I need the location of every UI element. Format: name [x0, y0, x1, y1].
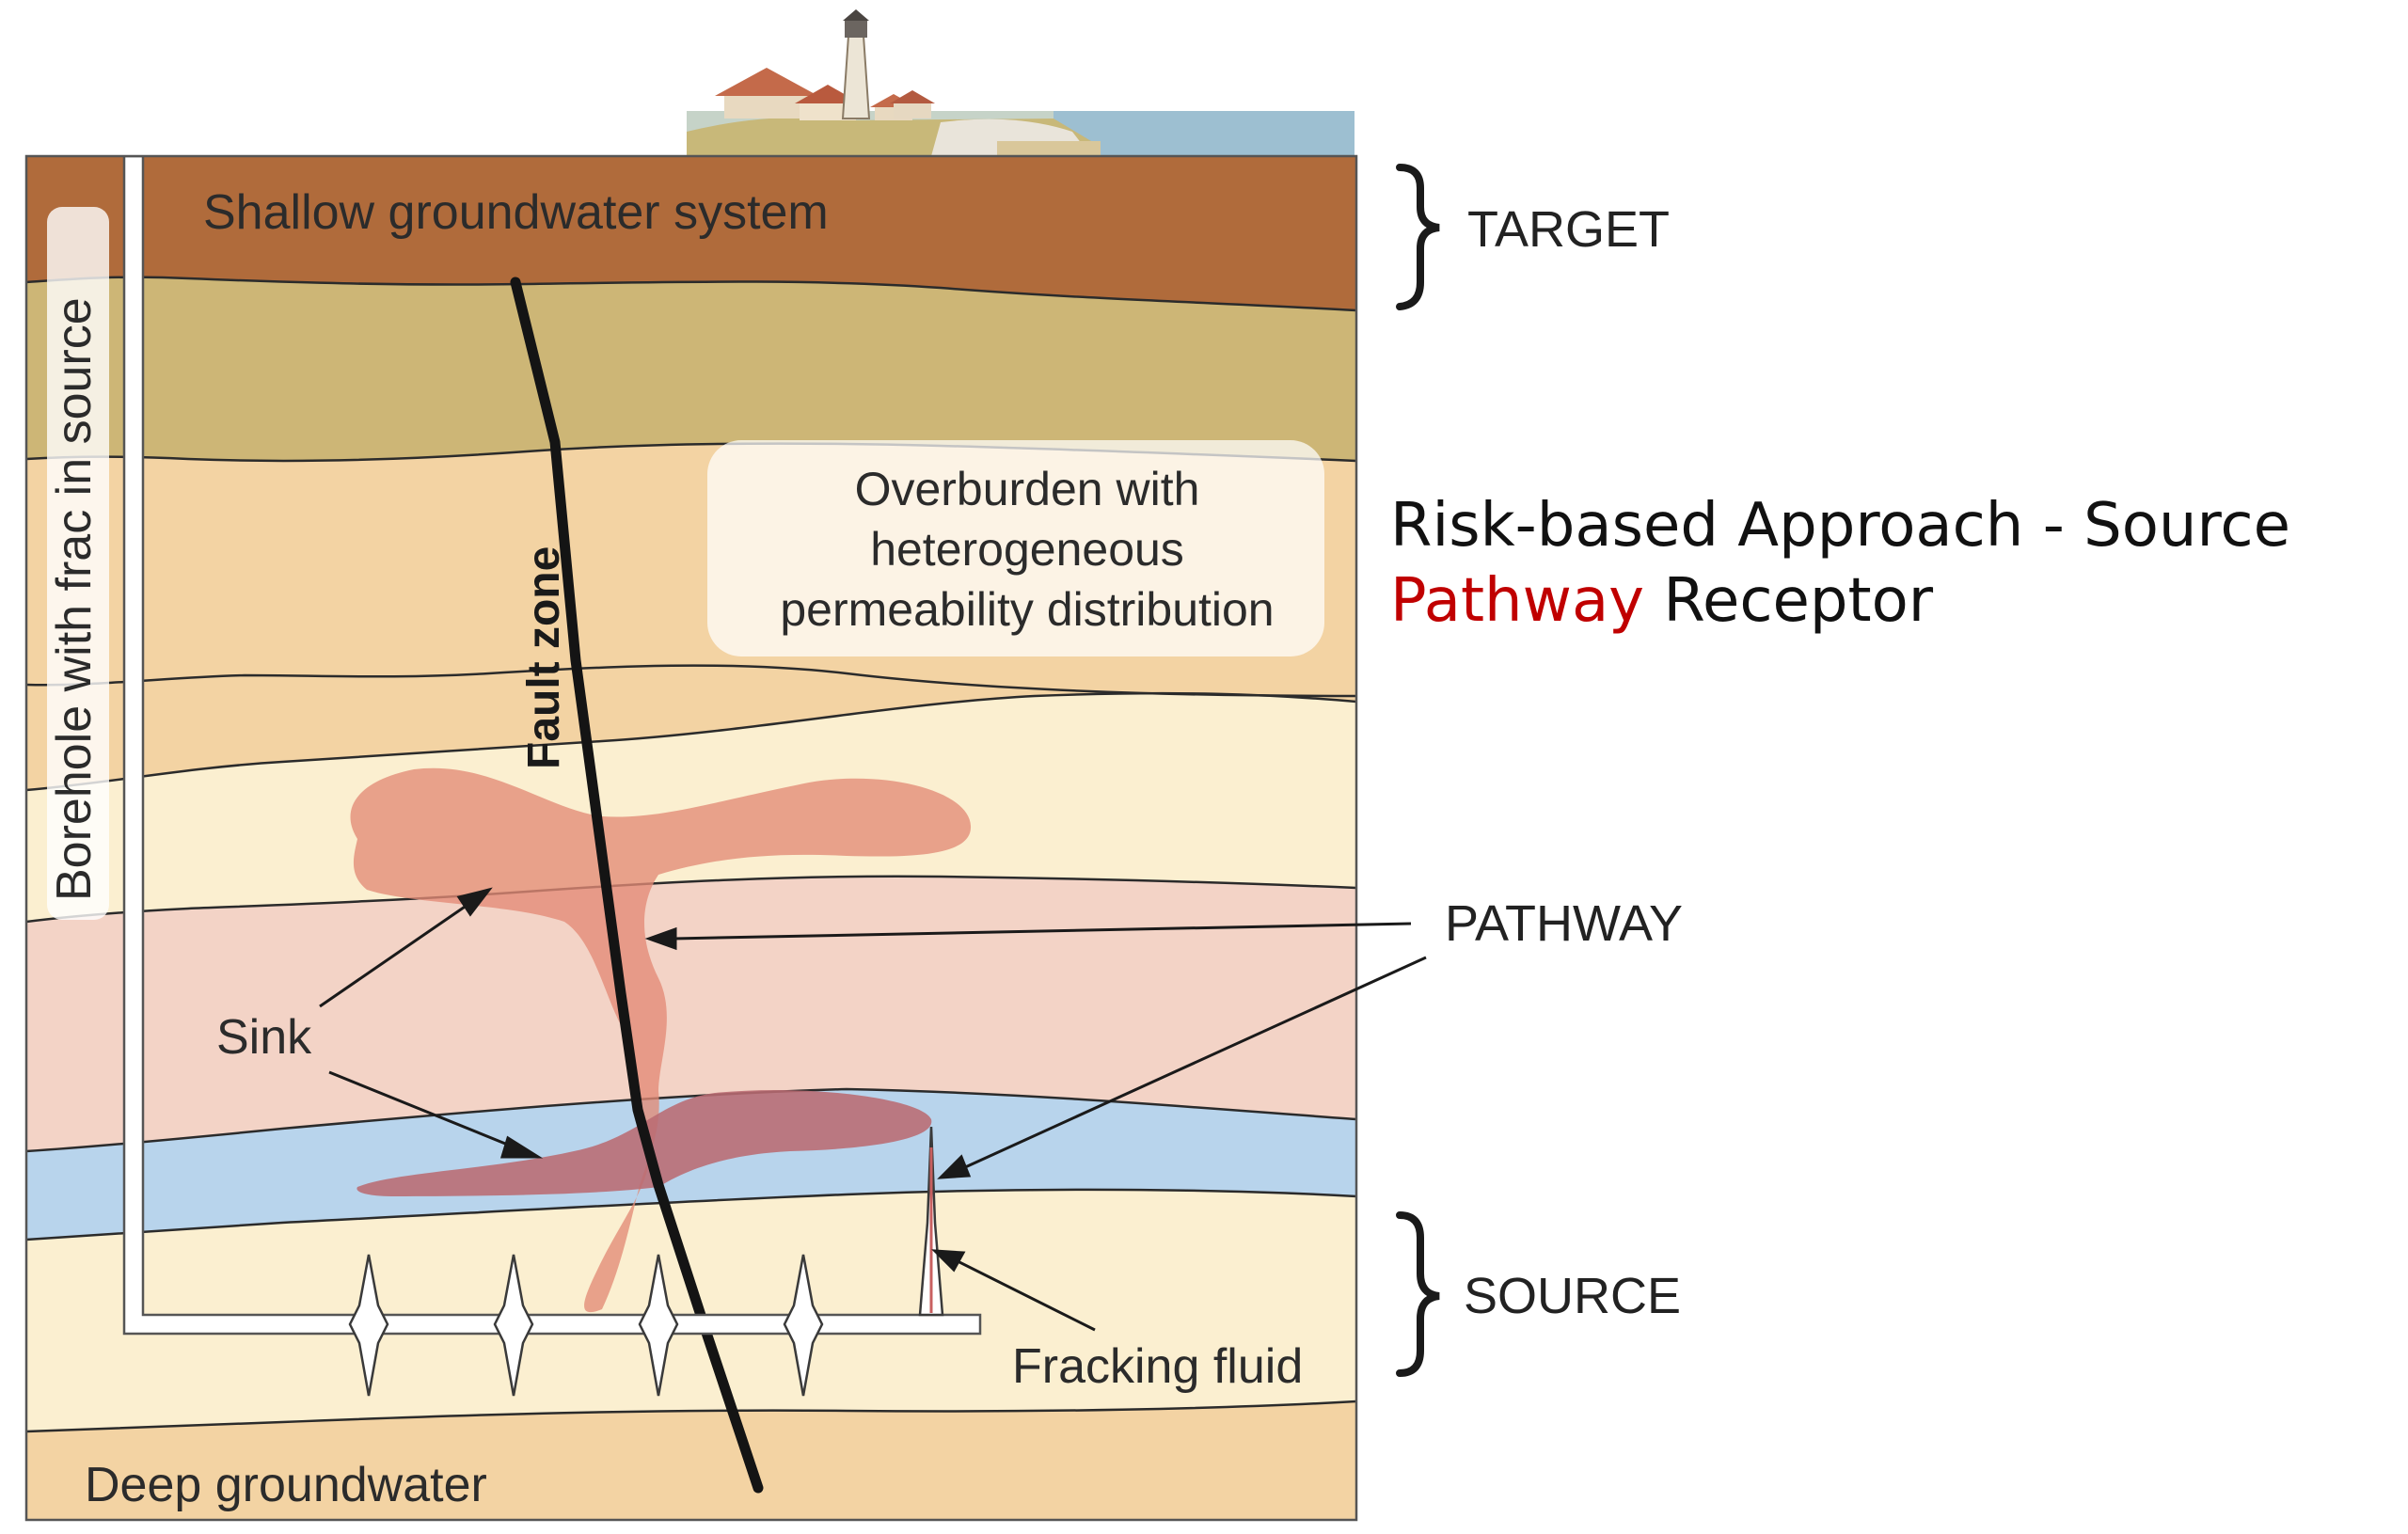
borehole-label: Borehole with frac in source	[47, 297, 102, 901]
overburden-line-1: Overburden with	[855, 463, 1200, 515]
fault-line	[510, 277, 764, 1494]
frac-spikes	[348, 1254, 824, 1397]
pathway-arrow-fault	[673, 922, 1412, 941]
fracking-fluid-label: Fracking fluid	[1012, 1339, 1303, 1394]
arrow-head-icon	[499, 1135, 544, 1159]
curly-brace-icon	[1396, 1211, 1440, 1377]
source-label: SOURCE	[1464, 1268, 1681, 1324]
deep-groundwater-label: Deep groundwater	[85, 1458, 487, 1512]
lighthouse-scene-icon	[687, 9, 1354, 156]
shallow-groundwater-label: Shallow groundwater system	[203, 185, 829, 240]
overburden-line-2: heterogeneous	[870, 523, 1184, 576]
overburden-line-3: permeability distribution	[780, 583, 1274, 636]
pathway-label: PATHWAY	[1445, 895, 1683, 952]
arrow-head-icon	[931, 1249, 966, 1273]
title-line-2: Pathway Receptor	[1390, 566, 1934, 636]
arrow-head-icon	[644, 926, 677, 951]
arrow-head-icon	[456, 887, 493, 917]
fault-zone-label: Fault zone	[519, 546, 569, 769]
title-receptor: Receptor	[1644, 566, 1934, 636]
pathway-arrow-frac	[962, 956, 1427, 1170]
fracking-fluid-arrow	[955, 1258, 1096, 1332]
borehole	[122, 156, 982, 1397]
sink-label: Sink	[216, 1010, 312, 1065]
target-label: TARGET	[1467, 201, 1670, 258]
annotation-arrows	[319, 887, 1427, 1332]
curly-brace-icon	[1396, 164, 1440, 310]
arrow-head-icon	[937, 1154, 972, 1179]
title-line-1: Risk-based Approach - Source	[1390, 491, 2290, 561]
strata	[26, 156, 1356, 1520]
sink-arrow-lower	[328, 1070, 520, 1151]
sink-arrow-upper	[319, 901, 471, 1008]
overburden-label: Overburden with heterogeneous permeabili…	[780, 463, 1274, 636]
diagram-frame	[24, 154, 1358, 1522]
title-pathway-highlight: Pathway	[1390, 566, 1644, 636]
